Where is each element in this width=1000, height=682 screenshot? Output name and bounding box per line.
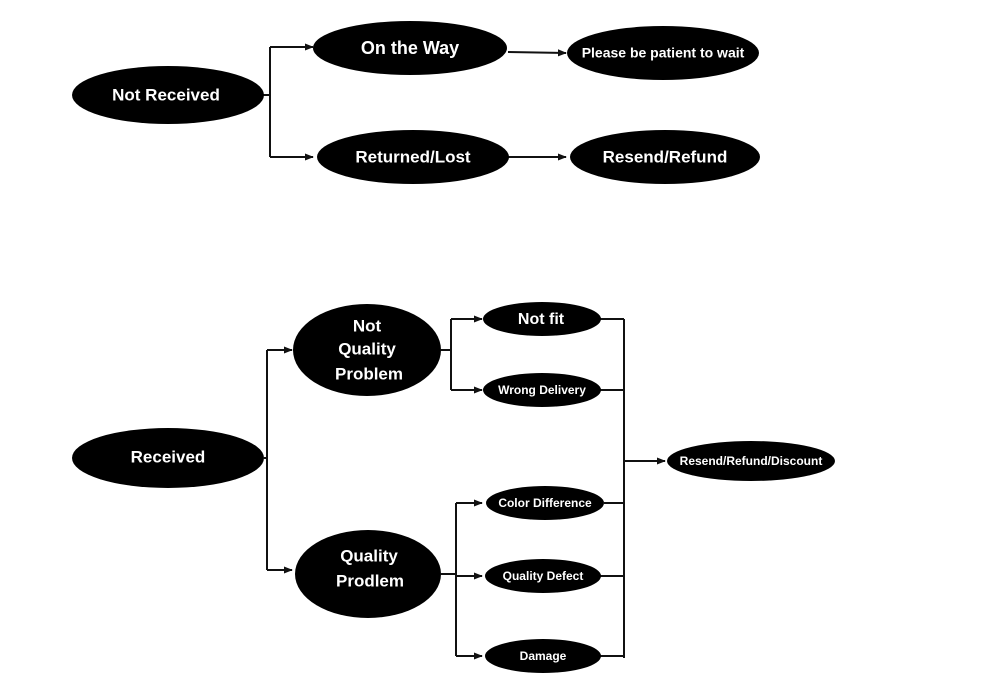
edge-to-please-wait — [507, 49, 567, 57]
node-please-wait: Please be patient to wait — [567, 26, 759, 80]
node-not-quality-line1: Not — [353, 316, 382, 335]
node-received: Received — [72, 428, 264, 488]
node-returned-lost-label: Returned/Lost — [355, 147, 471, 166]
node-color-difference-label: Color Difference — [498, 496, 592, 510]
node-resend-refund: Resend/Refund — [570, 130, 760, 184]
node-received-label: Received — [131, 447, 206, 466]
node-quality-line1: Quality — [340, 546, 398, 565]
node-wrong-delivery-label: Wrong Delivery — [498, 383, 586, 397]
node-not-received-label: Not Received — [112, 85, 220, 104]
node-not-quality-line3: Problem — [335, 364, 403, 383]
edges-received — [264, 315, 666, 660]
edges-not-received — [262, 43, 567, 161]
node-not-fit: Not fit — [483, 302, 601, 336]
node-quality-problem: Quality Prodlem — [295, 530, 441, 618]
node-wrong-delivery: Wrong Delivery — [483, 373, 601, 407]
node-not-quality-line2: Quality — [338, 339, 396, 358]
node-on-the-way: On the Way — [313, 21, 507, 75]
node-damage: Damage — [485, 639, 601, 673]
node-on-the-way-label: On the Way — [361, 38, 459, 58]
node-resend-refund-discount-label: Resend/Refund/Discount — [680, 454, 823, 468]
node-not-fit-label: Not fit — [518, 311, 565, 328]
node-color-difference: Color Difference — [486, 486, 604, 520]
node-quality-defect-label: Quality Defect — [503, 569, 584, 583]
node-damage-label: Damage — [520, 649, 567, 663]
node-not-quality-problem: Not Quality Problem — [293, 304, 441, 396]
node-resend-refund-discount: Resend/Refund/Discount — [667, 441, 835, 481]
node-quality-defect: Quality Defect — [485, 559, 601, 593]
node-please-wait-label: Please be patient to wait — [582, 45, 745, 61]
node-returned-lost: Returned/Lost — [317, 130, 509, 184]
node-resend-refund-label: Resend/Refund — [603, 147, 728, 166]
node-quality-line2: Prodlem — [336, 571, 404, 590]
node-not-received: Not Received — [72, 66, 264, 124]
